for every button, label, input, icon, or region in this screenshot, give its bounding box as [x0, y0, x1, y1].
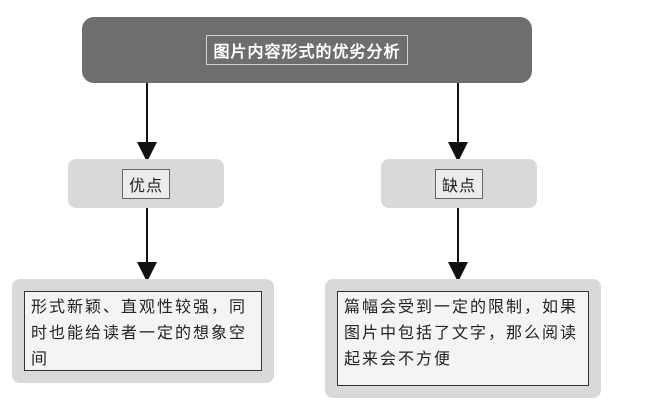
disadvantages-detail-node: 篇幅会受到一定的限制，如果图片中包括了文字，那么阅读起来会不方便: [325, 279, 601, 398]
advantages-node: 优点: [68, 159, 224, 208]
disadvantages-node: 缺点: [381, 159, 537, 208]
advantages-detail-node: 形式新颖、直观性较强，同时也能给读者一定的想象空间: [12, 279, 274, 383]
disadvantages-detail-text: 篇幅会受到一定的限制，如果图片中包括了文字，那么阅读起来会不方便: [337, 291, 589, 386]
advantages-detail-text: 形式新颖、直观性较强，同时也能给读者一定的想象空间: [24, 291, 262, 371]
advantages-label: 优点: [121, 168, 170, 199]
disadvantages-label: 缺点: [434, 168, 483, 199]
title-node: 图片内容形式的优劣分析: [82, 17, 532, 83]
diagram-title: 图片内容形式的优劣分析: [206, 35, 408, 65]
